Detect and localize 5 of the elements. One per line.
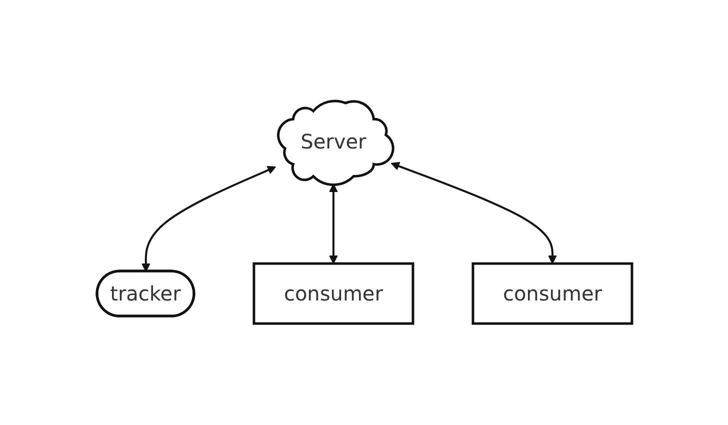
node-box: consumer: [252, 262, 414, 326]
arrow: [390, 162, 556, 264]
arrow: [328, 184, 338, 264]
node-box: consumer: [471, 262, 633, 326]
arrow: [141, 166, 276, 272]
